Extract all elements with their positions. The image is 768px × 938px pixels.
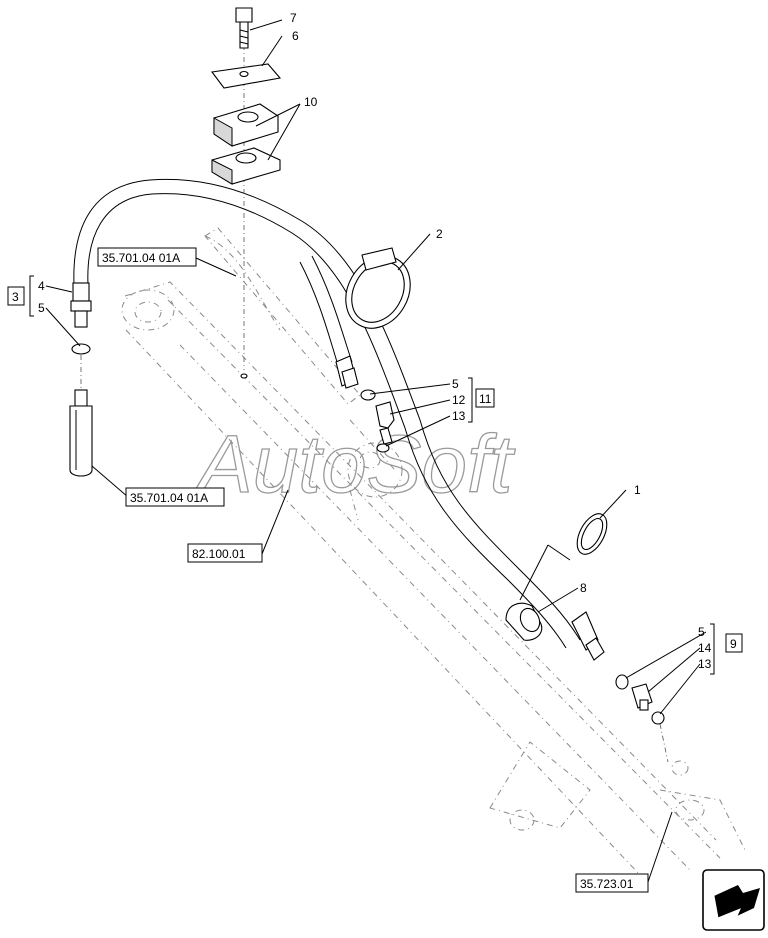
hose-fitting-upper [335,355,359,389]
elbow-assembly-11 [360,389,395,453]
callout-13-right: 13 [698,657,712,671]
callout-9-box [725,633,743,653]
callout-11-box [475,388,495,408]
ref-top[interactable]: 35.701.04 01A [102,251,180,265]
callout-8: 8 [580,581,587,595]
ref-left[interactable]: 35.701.04 01A [130,491,208,505]
callout-10: 10 [304,95,318,109]
callouts: 7 6 10 2 1 8 4 5 5 12 13 5 14 13 [38,11,712,671]
upper-link [204,227,403,521]
callout-9: 9 [730,637,737,651]
hose-clamp-1 [576,513,608,555]
ref-box-left[interactable] [125,487,225,507]
reference-boxes: 35.701.04 01A 35.701.04 01A 82.100.01 35… [97,247,649,893]
callout-2: 2 [436,227,443,241]
callout-1: 1 [634,483,641,497]
callout-14: 14 [698,641,712,655]
ref-bottom[interactable]: 35.723.01 [580,877,634,891]
fitting-assembly-9 [615,674,669,763]
callout-12: 12 [452,393,466,407]
next-page-arrow-icon[interactable] [702,869,765,931]
boxed-callouts: 3 11 9 [7,286,743,653]
ref-box-bottom[interactable] [575,873,649,893]
callout-5-right: 5 [698,625,705,639]
callout-4: 4 [38,279,45,293]
pipe-clamp-8 [505,544,571,641]
steel-tube-left [69,355,93,477]
callout-7: 7 [290,11,297,25]
hose-end-fitting-right [571,611,605,661]
hose-end-fitting-left [70,282,92,355]
callout-5-mid: 5 [452,377,459,391]
callout-3-box [7,286,25,306]
ref-box-center[interactable] [187,543,263,563]
callout-6: 6 [292,29,299,43]
callout-5-left: 5 [38,301,45,315]
leader-lines [29,19,715,883]
ref-center[interactable]: 82.100.01 [192,547,246,561]
watermark: AutoSoft [193,419,516,510]
ref-box-top[interactable] [97,247,197,267]
callout-13-mid: 13 [452,409,466,423]
callout-3: 3 [12,290,19,304]
callout-11: 11 [479,392,492,406]
clamp-stack-top [211,7,282,379]
boom-arm [121,281,746,876]
hose-clamp-2 [345,247,411,329]
